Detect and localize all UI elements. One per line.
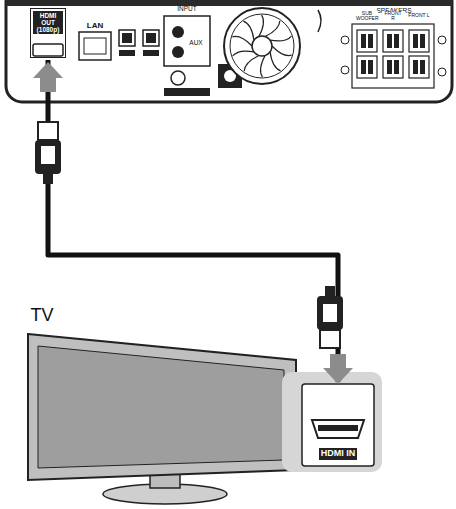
hdmi-cable	[48, 60, 338, 382]
jack-label: FRONT R	[382, 11, 404, 22]
port-label: HDMI OUT (1080p)	[33, 11, 63, 34]
hdmi-in-port: HDMI IN	[302, 384, 374, 466]
jack-label: FRONT L	[408, 13, 430, 18]
hdmi-out-port: HDMI OUT (1080p)	[30, 8, 66, 58]
device-label: TV	[30, 306, 53, 325]
hdmi-plug	[35, 122, 61, 184]
jack-label: AUX	[189, 40, 202, 47]
hdmi-plug	[317, 286, 343, 348]
port-label: HDMI IN	[319, 448, 358, 460]
jack-label: LAN	[87, 22, 103, 30]
jack-label: SUB WOOFER	[356, 11, 378, 22]
rear-panel	[6, 0, 452, 102]
tv-illustration	[28, 334, 382, 504]
jack-label: INPUT	[177, 6, 197, 13]
